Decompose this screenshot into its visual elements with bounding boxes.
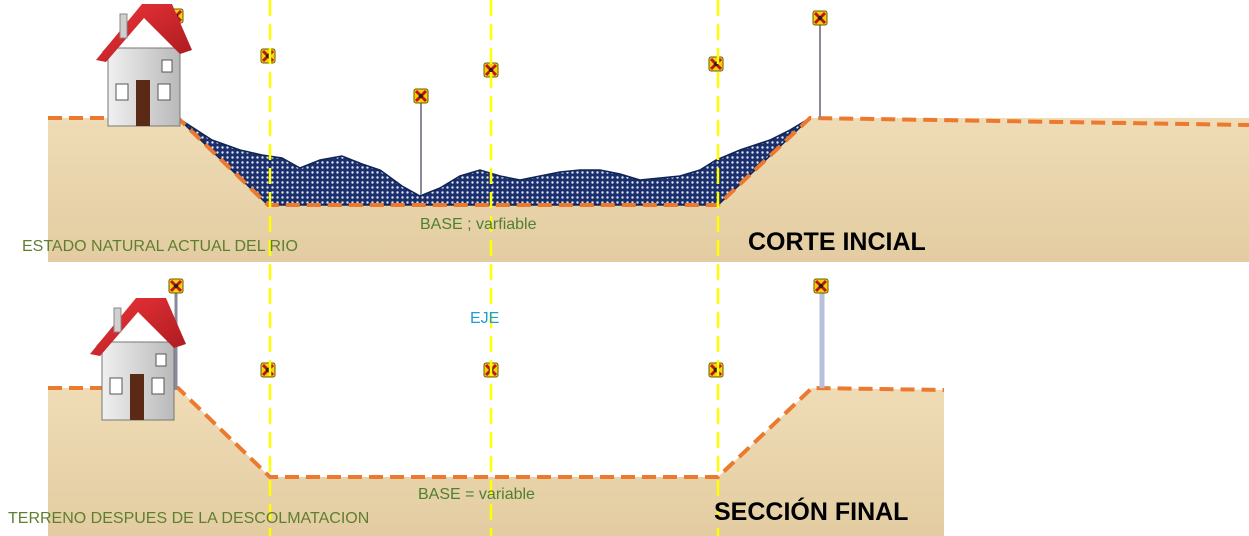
bottom-section-drawing bbox=[48, 277, 945, 536]
bottom-soil-ground bbox=[48, 388, 944, 536]
survey-marker-icon bbox=[811, 9, 829, 27]
axis-label: EJE bbox=[470, 310, 500, 327]
top-sediment-fill bbox=[177, 117, 811, 206]
survey-marker-icon bbox=[259, 361, 277, 379]
survey-marker-icon bbox=[707, 55, 725, 73]
survey-marker-icon bbox=[707, 361, 725, 379]
bottom-title: SECCIÓN FINAL bbox=[714, 498, 909, 526]
survey-marker-icon bbox=[812, 277, 830, 295]
axis-guide-lines bbox=[268, 0, 720, 536]
top-caption: ESTADO NATURAL ACTUAL DEL RIO bbox=[22, 238, 298, 255]
bottom-caption: TERRENO DESPUES DE LA DESCOLMATACION bbox=[8, 510, 370, 527]
bottom-base-label: BASE = variable bbox=[418, 486, 535, 503]
survey-marker-icon bbox=[167, 277, 185, 295]
survey-marker-icon bbox=[412, 87, 430, 105]
top-section-drawing bbox=[48, 3, 1249, 262]
house-icon bbox=[89, 297, 187, 421]
top-base-label: BASE ; varfiable bbox=[420, 216, 537, 233]
survey-marker-icon bbox=[259, 47, 277, 65]
house-icon bbox=[95, 3, 193, 127]
top-soil-ground bbox=[48, 118, 1249, 262]
top-title: CORTE INCIAL bbox=[748, 228, 926, 256]
